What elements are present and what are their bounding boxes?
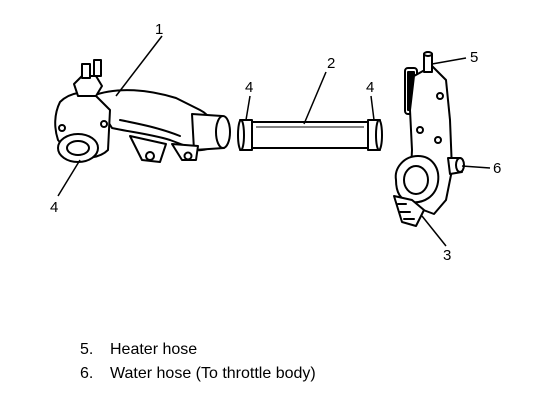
callout-upper-pipe: 1 <box>155 21 163 38</box>
callout-pipe-left-end: 4 <box>245 79 253 96</box>
callout-right-housing-bottom: 3 <box>443 247 451 264</box>
legend-label: Water hose (To throttle body) <box>110 365 316 382</box>
upper-water-pipe-assembly <box>54 59 231 163</box>
straight-water-pipe <box>237 119 383 151</box>
callout-left-housing-end: 4 <box>50 199 58 216</box>
callout-heater-hose: 5 <box>470 49 478 66</box>
legend-number: 5. <box>80 341 94 358</box>
callout-pipe-right-end: 4 <box>366 79 374 96</box>
legend: 5. Heater hose 6. Water hose (To throttl… <box>80 338 316 386</box>
legend-item-heater-hose: 5. Heater hose <box>80 338 316 362</box>
legend-label: Heater hose <box>110 341 198 358</box>
callout-straight-pipe: 2 <box>327 55 335 72</box>
lower-water-inlet-assembly <box>393 51 465 227</box>
callout-water-hose: 6 <box>493 160 501 177</box>
legend-number: 6. <box>80 365 94 382</box>
legend-item-water-hose: 6. Water hose (To throttle body) <box>80 362 316 386</box>
leader-lines <box>57 35 491 247</box>
